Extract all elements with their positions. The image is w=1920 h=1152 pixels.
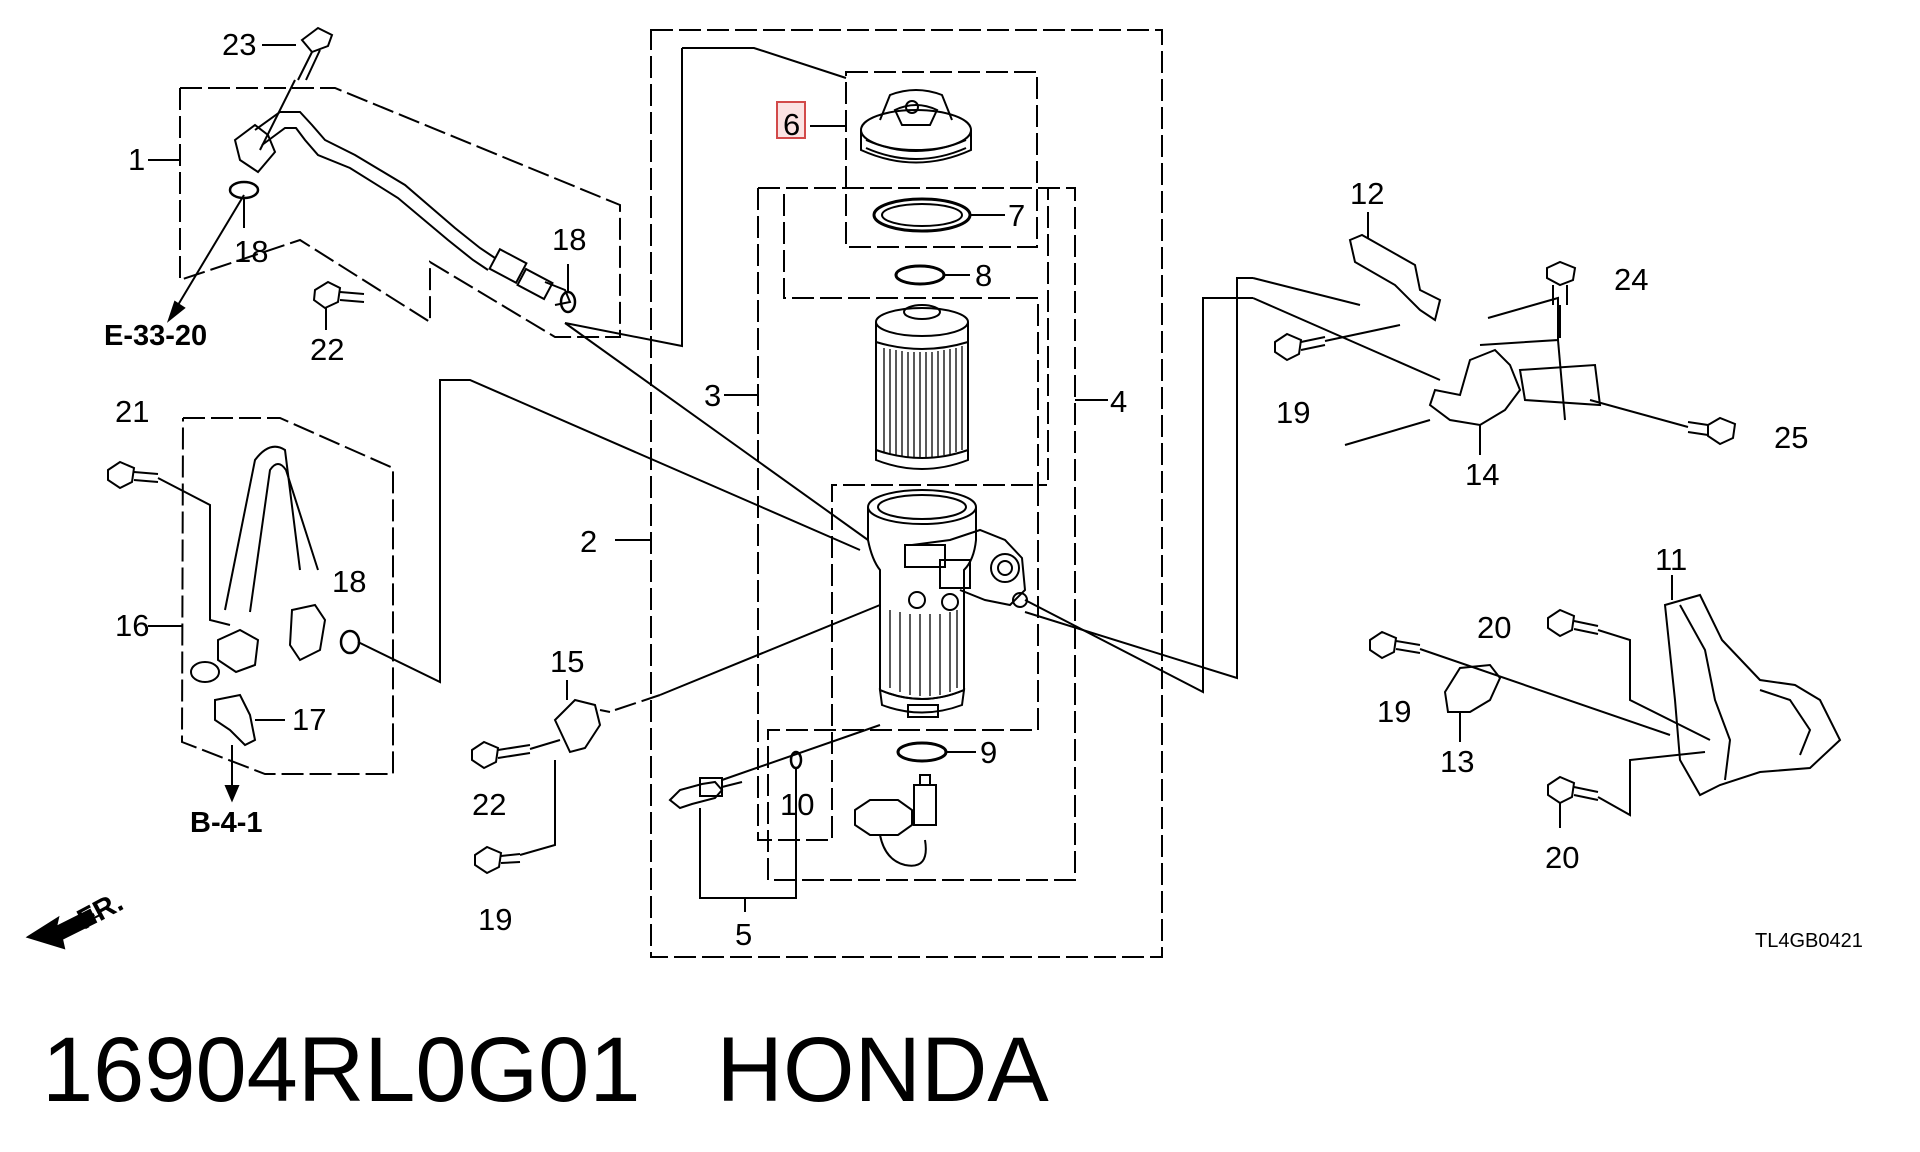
assembly-box-1 [179,87,621,338]
bolt-20a-drawing [1547,608,1599,638]
bolt-24-drawing [1546,260,1577,305]
part-2-filter-housing-drawing [867,489,1028,718]
bolt-22b-drawing [471,739,561,770]
assembly-box-4 [758,187,1076,881]
callout-23: 23 [222,27,256,62]
callout-22: 22 [310,332,344,367]
part-number: 16904RL0G01 [42,1019,641,1121]
callout-5: 5 [735,917,752,952]
part-3-filter-element-drawing [875,304,969,470]
bolt-20b-drawing [1547,775,1599,805]
callout-15: 15 [550,644,584,679]
bolt-19c-drawing [1369,630,1671,736]
callout-11: 11 [1655,542,1687,577]
part-8-oring-drawing [894,264,946,286]
callout-8: 8 [975,258,992,293]
assembly-box-5 [757,188,1040,841]
callout-14: 14 [1465,457,1499,492]
assembly-box-6 [845,71,1038,248]
callout-2: 2 [580,524,597,559]
brand-name: HONDA [716,1019,1049,1121]
callout-19: 19 [1377,694,1411,729]
part-16-hose-drawing [190,445,327,683]
part-1-fuel-pipe-drawing [233,111,572,306]
callout-4: 4 [1110,384,1127,419]
part-17-clip-drawing [214,693,285,747]
callout-17: 17 [292,702,326,737]
ref-label-e-33-20: E-33-20 [104,320,207,352]
callout-21: 21 [115,394,149,429]
bolt-23-drawing [297,26,334,81]
callout-10: 10 [780,787,814,822]
part-5-sensor-drawing [668,724,937,867]
leader-line-2 [564,48,683,348]
callout-16: 16 [115,608,149,643]
bolt-19a-drawing [474,845,521,875]
diagram-code: TL4GB0421 [1755,930,1863,952]
callout-12: 12 [1350,176,1384,211]
callout-20: 20 [1477,610,1511,645]
callout-6: 6 [783,107,800,142]
callout-18: 18 [234,234,268,269]
callout-25: 25 [1774,420,1808,455]
callout-18: 18 [332,564,366,599]
bolt-25-drawing [1589,399,1737,446]
ref-label-b-4-1: B-4-1 [190,807,263,839]
part-13-bracket-drawing [1443,663,1502,713]
part-6-cap-drawing [860,89,972,164]
highlight-box-part-6 [776,101,806,139]
bolt-22-drawing [312,280,365,330]
front-arrow-icon [25,908,101,950]
callout-18: 18 [552,222,586,257]
callout-7: 7 [1008,198,1025,233]
callout-9: 9 [980,735,997,770]
part-15-bracket-drawing [553,698,611,754]
leader-line-1 [682,47,847,79]
caption: 16904RL0G01 HONDA [42,1018,1049,1128]
bolt-19b-drawing [1274,324,1401,362]
part-12-bracket-drawing [1348,233,1442,322]
callout-22: 22 [472,787,506,822]
callout-1: 1 [128,142,145,177]
callout-3: 3 [704,378,721,413]
part-14-bracket-drawing [1428,348,1602,427]
assembly-box-16 [180,417,394,775]
assembly-box-2 [650,29,1163,958]
bolt-21-drawing [107,460,159,490]
callout-19: 19 [1276,395,1310,430]
callout-13: 13 [1440,744,1474,779]
part-11-bracket-drawing [1663,593,1842,797]
callout-20: 20 [1545,840,1579,875]
callout-19: 19 [478,902,512,937]
callout-24: 24 [1614,262,1648,297]
part-9-oring-drawing [896,741,948,763]
